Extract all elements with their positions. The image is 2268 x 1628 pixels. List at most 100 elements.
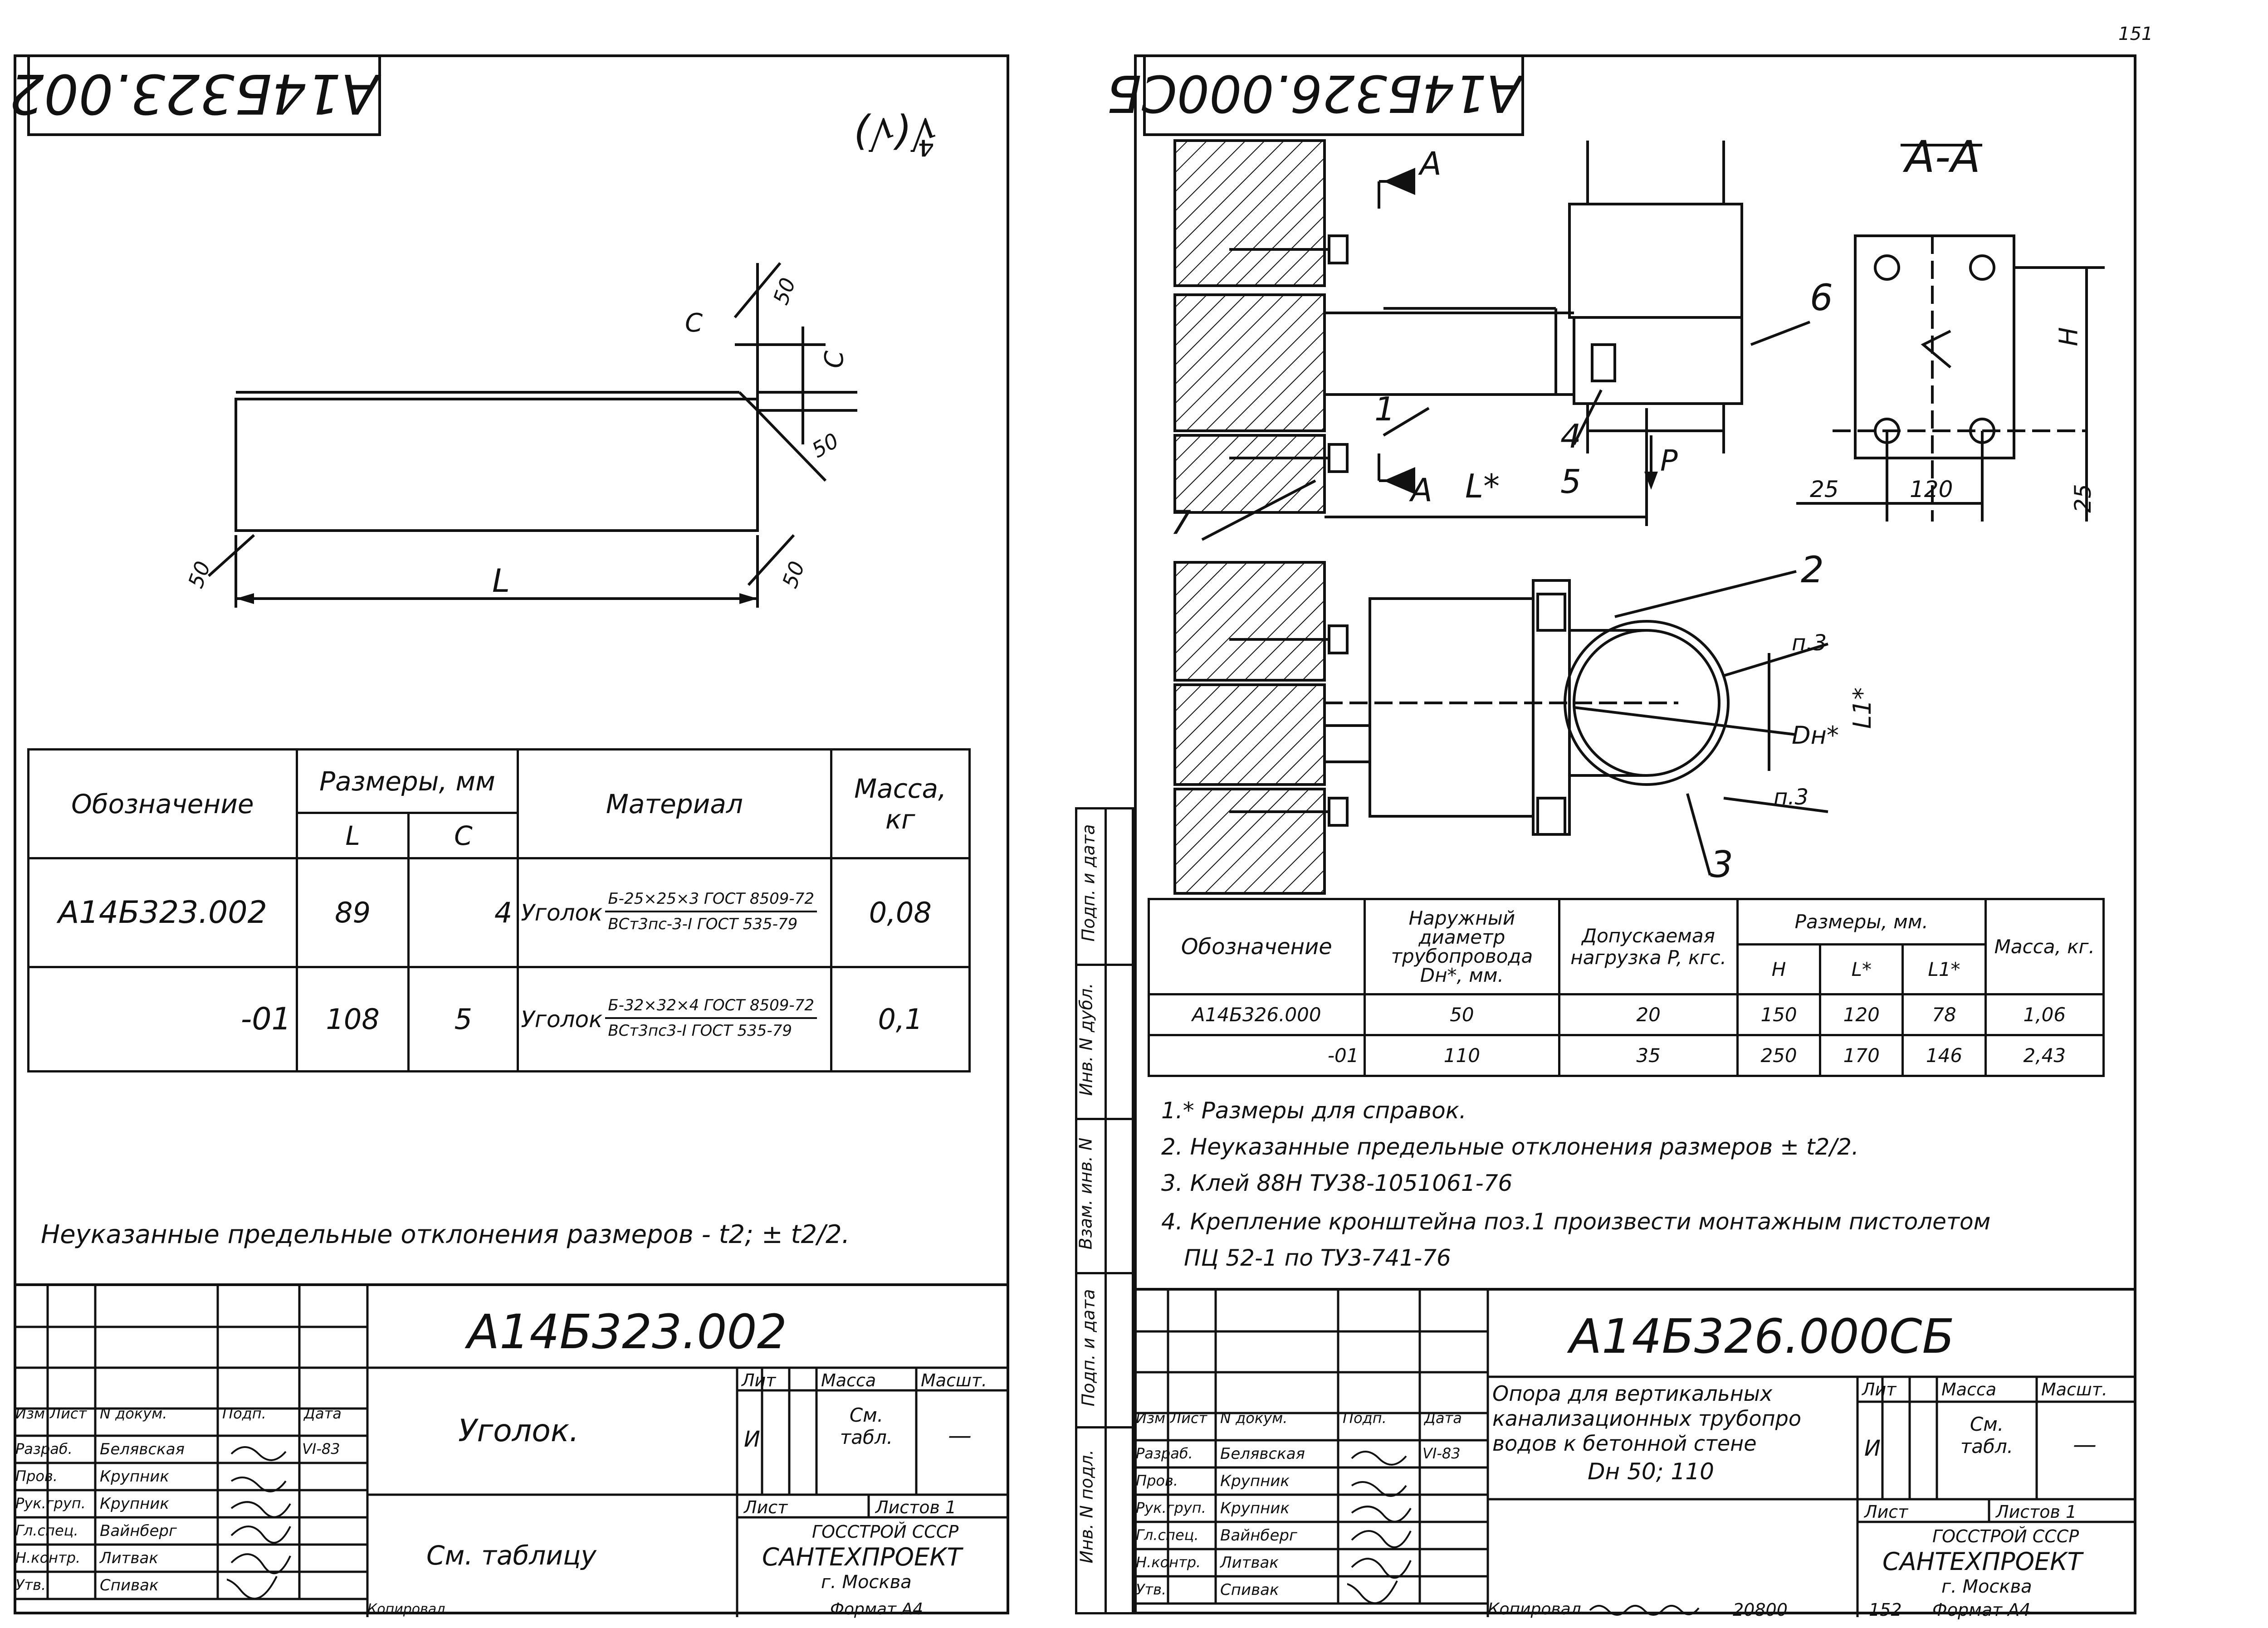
cell-p: 20 — [1558, 993, 1739, 1036]
stamp-col-list: Лист — [1170, 1409, 1207, 1427]
stamp-col-date: Дата — [1424, 1409, 1462, 1427]
label-dim-120: 120 — [1910, 476, 1953, 502]
left-note: Неуказанные предельные отклонения размер… — [41, 1220, 850, 1249]
cell-L: 108 — [295, 966, 410, 1072]
stamp-col-sign: Подп. — [222, 1405, 266, 1422]
label-load-p: P — [1660, 444, 1678, 478]
cell-designation: А14Б326.000 — [1148, 993, 1366, 1036]
table-row: А14Б323.002 89 4 Уголок Б-25×25×3 ГОСТ 8… — [27, 857, 971, 968]
stamp-date: VI-83 — [302, 1440, 340, 1457]
left-stamp: А14Б323.002 Уголок. См. таблицу Лит Масс… — [14, 1283, 1009, 1618]
side-label: Взам. инв. N — [1075, 1137, 1096, 1250]
cell-p: 35 — [1558, 1034, 1739, 1077]
stamp-mass-header: Масса — [1941, 1379, 1997, 1399]
label-pos7: 7 — [1170, 503, 1191, 541]
stamp-person: Спивак — [1220, 1581, 1279, 1599]
copyist-signature — [1588, 1599, 1706, 1617]
stamp-role: Рук.груп. — [15, 1495, 86, 1512]
stamp-scale-value: — — [2073, 1431, 2097, 1458]
label-pos4: 4 — [1560, 417, 1581, 455]
stamp-person: Крупник — [100, 1495, 169, 1513]
label-note-ref-a: п.3 — [1792, 630, 1827, 656]
cell-material: Уголок Б-32×32×4 ГОСТ 8509-72 ВСт3пс3-I … — [517, 966, 832, 1072]
right-stamp-name-3: водов к бетонной стене — [1492, 1431, 1757, 1456]
cell-H: 150 — [1736, 993, 1822, 1036]
right-stamp-code: А14Б326.000СБ — [1569, 1309, 1955, 1364]
table-row: -01 108 5 Уголок Б-32×32×4 ГОСТ 8509-72 … — [27, 966, 971, 1072]
right-copied: Копировал — [1488, 1600, 1581, 1618]
label-pos6: 6 — [1810, 277, 1833, 319]
cell-designation: -01 — [1148, 1034, 1366, 1077]
cell-designation: А14Б323.002 — [27, 857, 298, 968]
left-spec-table: Обозначение Размеры, мм Материал Масса, … — [27, 748, 971, 1072]
stamp-lit-value: И — [744, 1427, 760, 1452]
stamp-col-sign: Подп. — [1343, 1409, 1387, 1427]
stamp-role: Н.контр. — [15, 1549, 81, 1566]
side-label: Подп. и дата — [1078, 1289, 1099, 1407]
stamp-scale-header: Масшт. — [2041, 1379, 2107, 1399]
material-bottom: ВСт3пс3-I ГОСТ 535-79 — [608, 1021, 792, 1040]
right-stamp-name-2: канализационных трубопро — [1492, 1406, 1801, 1431]
stamp-role: Гл.спец. — [15, 1522, 78, 1539]
stamp-person: Крупник — [100, 1467, 169, 1486]
left-stamp-material: См. таблицу — [426, 1540, 596, 1571]
stamp-person: Вайнберг — [1220, 1526, 1297, 1545]
side-label: Инв. N дубл. — [1076, 983, 1096, 1096]
cell-L: 89 — [295, 857, 410, 968]
stamp-lit-header: Лит — [742, 1370, 776, 1390]
left-format: Формат А4 — [830, 1600, 924, 1618]
stamp-person: Вайнберг — [100, 1522, 177, 1540]
support-assembly-drawing — [1173, 139, 2105, 895]
material-bottom: ВСт3пс-3-I ГОСТ 535-79 — [608, 915, 798, 933]
angle-part-drawing — [207, 262, 857, 608]
note-2: 2. Неуказанные предельные отклонения раз… — [1161, 1134, 1859, 1160]
stamp-person: Белявская — [100, 1440, 185, 1458]
label-section-title: А-А — [1905, 132, 1980, 182]
stamp-role: Разраб. — [15, 1440, 73, 1457]
stamp-mass-header: Масса — [821, 1370, 876, 1390]
hdr-material: Материал — [517, 748, 832, 859]
label-section-a-top: А — [1420, 145, 1442, 182]
right-format: Формат А4 — [1932, 1600, 2031, 1620]
stamp-person: Крупник — [1220, 1472, 1290, 1490]
stamp-lit-value: И — [1864, 1436, 1881, 1461]
note-4: 4. Крепление кронштейна поз.1 произвести… — [1161, 1209, 1991, 1235]
material-top: Б-32×32×4 ГОСТ 8509-72 — [605, 996, 817, 1019]
stamp-date: VI-83 — [1422, 1445, 1461, 1462]
table-row: -01 110 35 250 170 146 2,43 — [1148, 1034, 2105, 1077]
stamp-col-doc: N докум. — [100, 1405, 167, 1422]
label-pos3: 3 — [1710, 843, 1733, 886]
cell-L1: 78 — [1901, 993, 1987, 1036]
stamp-col-izm: Изм — [1136, 1409, 1166, 1427]
label-l1: L1* — [1848, 687, 1877, 729]
label-pos5: 5 — [1560, 463, 1581, 501]
dim-L: L — [492, 562, 510, 600]
left-code-mirrored: А14Б323.002 — [10, 54, 381, 136]
note-1: 1.* Размеры для справок. — [1161, 1097, 1466, 1124]
cell-mass: 1,06 — [1984, 993, 2105, 1036]
cell-designation: -01 — [27, 966, 298, 1072]
hdr-dims: Размеры, мм. — [1736, 898, 1987, 946]
hdr-dims: Размеры, мм — [295, 748, 519, 814]
hdr-L: L — [295, 812, 410, 859]
stamp-role: Пров. — [1136, 1472, 1178, 1489]
cell-L: 170 — [1819, 1034, 1904, 1077]
cell-c: 5 — [407, 966, 519, 1072]
label-dim-h: H — [2054, 327, 2084, 346]
right-stamp-name-1: Опора для вертикальных — [1492, 1381, 1773, 1406]
label-dim-lstar: L* — [1465, 467, 1500, 505]
stamp-role: Пров. — [15, 1467, 58, 1485]
label-dim-25-right: 25 — [2069, 484, 2096, 513]
stamp-person: Литвак — [1220, 1554, 1279, 1572]
stamp-scale-header: Масшт. — [921, 1370, 987, 1390]
stamp-mass-value: См. табл. — [840, 1404, 893, 1448]
left-stamp-name: Уголок. — [458, 1413, 579, 1449]
left-copied: Копировал — [367, 1601, 445, 1617]
label-section-a-bottom: А — [1411, 472, 1432, 509]
stamp-org2: САНТЕХПРОЕКТ — [1882, 1547, 2082, 1576]
right-page-number: 152 — [1869, 1600, 1902, 1620]
left-stamp-code: А14Б323.002 — [467, 1304, 787, 1360]
left-sheet — [14, 54, 1009, 1614]
cell-d: 110 — [1363, 1034, 1561, 1077]
right-code-mirrored: А14Б326.000СБ — [1107, 54, 1524, 136]
